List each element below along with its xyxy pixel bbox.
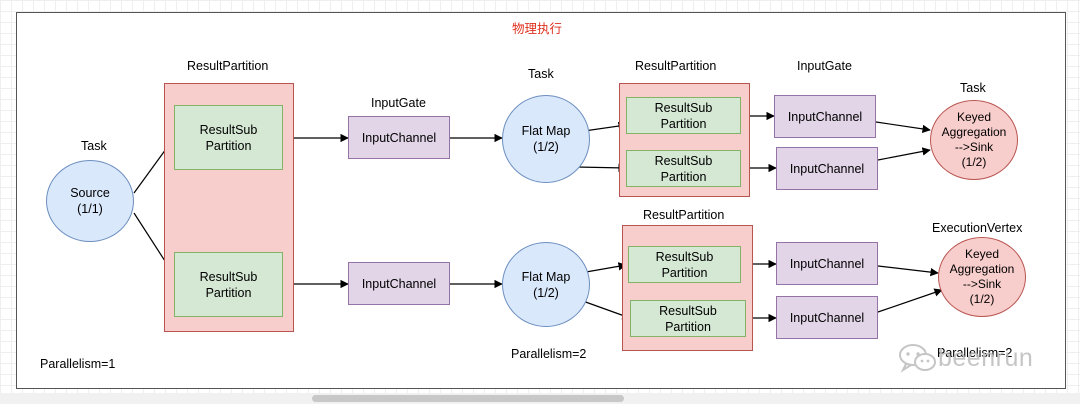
edge-flatmap-top-to-rsp2 [575, 163, 627, 173]
watermark-text: beenrun [938, 343, 1034, 372]
task-sink-top[interactable]: Keyed Aggregation -->Sink (1/2) [930, 100, 1018, 180]
input-gate-label-mid: InputGate [371, 96, 426, 110]
task-flatmap-bottom[interactable]: Flat Map (1/2) [502, 242, 590, 327]
watermark: beenrun [898, 343, 1033, 373]
scrollbar-thumb[interactable] [312, 395, 624, 402]
parallelism-label-mid: Parallelism=2 [511, 347, 587, 361]
edge-flatmap-bottom-to-rsp1 [585, 262, 627, 273]
edge-ic3-to-sink-bottom [877, 265, 939, 277]
edge-ic2-to-sink-top [877, 147, 931, 161]
edge-ic1-to-sink-top [875, 121, 931, 134]
result-subpartition-rb-2[interactable]: ResultSub Partition [630, 300, 746, 337]
input-channel-mid-top[interactable]: InputChannel [348, 116, 450, 159]
task-label-sink: Task [960, 81, 986, 95]
execution-vertex-label: ExecutionVertex [932, 221, 1023, 235]
edge-flatmap-bottom-to-rsp2 [579, 299, 631, 320]
input-channel-right-4[interactable]: InputChannel [776, 296, 878, 339]
parallelism-label-left: Parallelism=1 [40, 357, 116, 371]
result-subpartition-rb-1[interactable]: ResultSub Partition [628, 246, 741, 283]
result-partition-label-right-top: ResultPartition [635, 59, 717, 73]
horizontal-scrollbar[interactable] [0, 393, 1080, 404]
task-label-flatmap: Task [528, 67, 554, 81]
result-subpartition-left-bottom[interactable]: ResultSub Partition [174, 252, 283, 317]
task-label-source: Task [81, 139, 107, 153]
result-subpartition-rt-2[interactable]: ResultSub Partition [626, 150, 741, 187]
result-partition-label-left: ResultPartition [187, 59, 269, 73]
edge-ic4-to-sink-bottom [877, 288, 943, 313]
input-channel-right-2[interactable]: InputChannel [776, 147, 878, 190]
input-channel-right-3[interactable]: InputChannel [776, 242, 878, 285]
parallelism-label-right: Parallelism=2 [937, 346, 1013, 360]
task-flatmap-top[interactable]: Flat Map (1/2) [502, 95, 590, 183]
diagram-title: 物理执行 [512, 22, 563, 36]
wechat-icon [898, 343, 938, 373]
result-subpartition-left-top[interactable]: ResultSub Partition [174, 105, 283, 170]
input-channel-right-1[interactable]: InputChannel [774, 95, 876, 138]
input-channel-mid-bottom[interactable]: InputChannel [348, 262, 450, 305]
task-sink-bottom[interactable]: Keyed Aggregation -->Sink (1/2) [938, 237, 1026, 317]
task-source-node[interactable]: Source (1/1) [46, 160, 134, 242]
result-partition-label-right-bottom: ResultPartition [643, 208, 725, 222]
input-gate-label-right: InputGate [797, 59, 852, 73]
result-subpartition-rt-1[interactable]: ResultSub Partition [626, 97, 741, 134]
